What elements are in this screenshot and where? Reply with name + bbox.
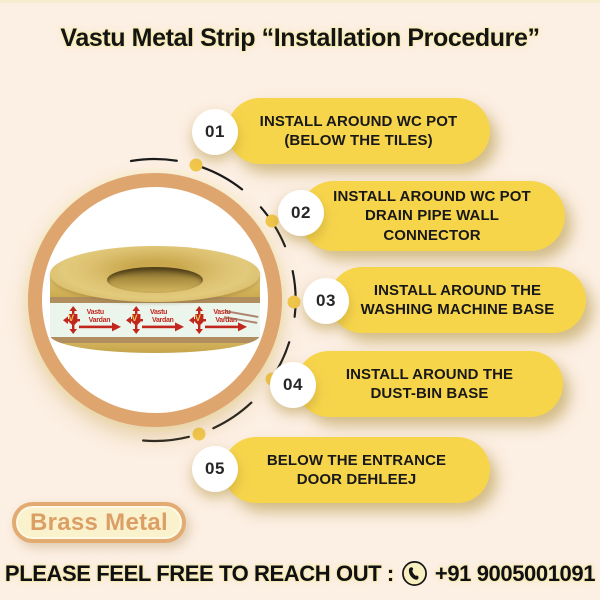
step-pill-5: BELOW THE ENTRANCE DOOR DEHLEEJ <box>223 437 490 503</box>
roll-tan-stripe-bottom <box>50 337 260 343</box>
compass-arrows-icon <box>125 306 184 334</box>
step-label-line: BELOW THE ENTRANCE <box>266 451 447 469</box>
brand-text-line1: Vastu <box>86 309 104 316</box>
step-label-line: INSTALL AROUND WC POT <box>333 187 531 205</box>
step-pill-1: INSTALL AROUND WC POT (BELOW THE TILES) <box>227 98 490 164</box>
vastu-vardan-logo: V Vastu Vardan <box>189 306 248 334</box>
logo-letter: V <box>131 313 138 323</box>
step-label-line: DOOR DEHLEEJ <box>296 471 417 488</box>
brand-text-line2: Vardan <box>215 317 237 324</box>
compass-arrows-icon <box>189 306 248 334</box>
roll-label-band: V Vastu Vardan <box>50 303 260 337</box>
brand-text-line1: Vastu <box>149 309 168 316</box>
material-badge: Brass Metal <box>12 502 186 543</box>
roll-core-hole <box>107 267 203 293</box>
phone-icon <box>401 561 427 586</box>
brand-text-line2: Vardan <box>151 317 174 324</box>
step-number-5: 05 <box>192 446 238 492</box>
step-label-line: DRAIN PIPE WALL <box>364 207 499 225</box>
compass-arrows-icon <box>62 306 121 334</box>
step-label-line: WASHING MACHINE BASE <box>360 301 555 318</box>
brand-text-line1: Vastu <box>213 309 231 316</box>
step-dot-1 <box>189 158 203 172</box>
brand-text-line2: Vardan <box>88 317 111 324</box>
step-pill-4: INSTALL AROUND THE DUST-BIN BASE <box>296 351 563 417</box>
step-dot-5 <box>192 427 206 441</box>
vastu-vardan-logo: V Vastu Vardan <box>62 306 121 334</box>
step-label-line: CONNECTOR <box>383 226 481 244</box>
step-label-line: INSTALL AROUND THE <box>345 365 514 383</box>
roll-gold-band-bottom <box>50 343 260 353</box>
product-photo-metal-strip-roll: V Vastu Vardan <box>50 240 260 360</box>
step-pill-2: INSTALL AROUND WC POT DRAIN PIPE WALL CO… <box>299 181 565 251</box>
contact-label: PLEASE FEEL FREE TO REACH OUT : <box>4 560 394 586</box>
step-label-line: INSTALL AROUND WC POT <box>259 112 458 130</box>
roll-top-face <box>50 246 260 302</box>
logo-letter: V <box>194 313 201 323</box>
step-number-4: 04 <box>270 362 316 408</box>
step-dot-3 <box>287 295 301 309</box>
step-pill-3: INSTALL AROUND THE WASHING MACHINE BASE <box>329 267 586 333</box>
step-number-2: 02 <box>278 190 324 236</box>
vastu-vardan-logo: V Vastu Vardan <box>125 306 184 334</box>
page-title: Vastu Metal Strip “Installation Procedur… <box>60 24 540 52</box>
step-number-3: 03 <box>303 278 349 324</box>
step-label-line: DUST-BIN BASE <box>370 385 489 402</box>
logo-letter: V <box>68 313 75 323</box>
phone-number: +91 9005001091 <box>434 560 596 586</box>
contact-bar: PLEASE FEEL FREE TO REACH OUT : +91 9005… <box>0 560 600 587</box>
step-number-1: 01 <box>192 109 238 155</box>
step-dot-2 <box>265 214 279 228</box>
material-badge-label: Brass Metal <box>29 508 169 536</box>
step-label-line: (BELOW THE TILES) <box>284 132 433 149</box>
step-label-line: INSTALL AROUND THE <box>373 281 542 299</box>
top-border-strip <box>0 0 600 3</box>
